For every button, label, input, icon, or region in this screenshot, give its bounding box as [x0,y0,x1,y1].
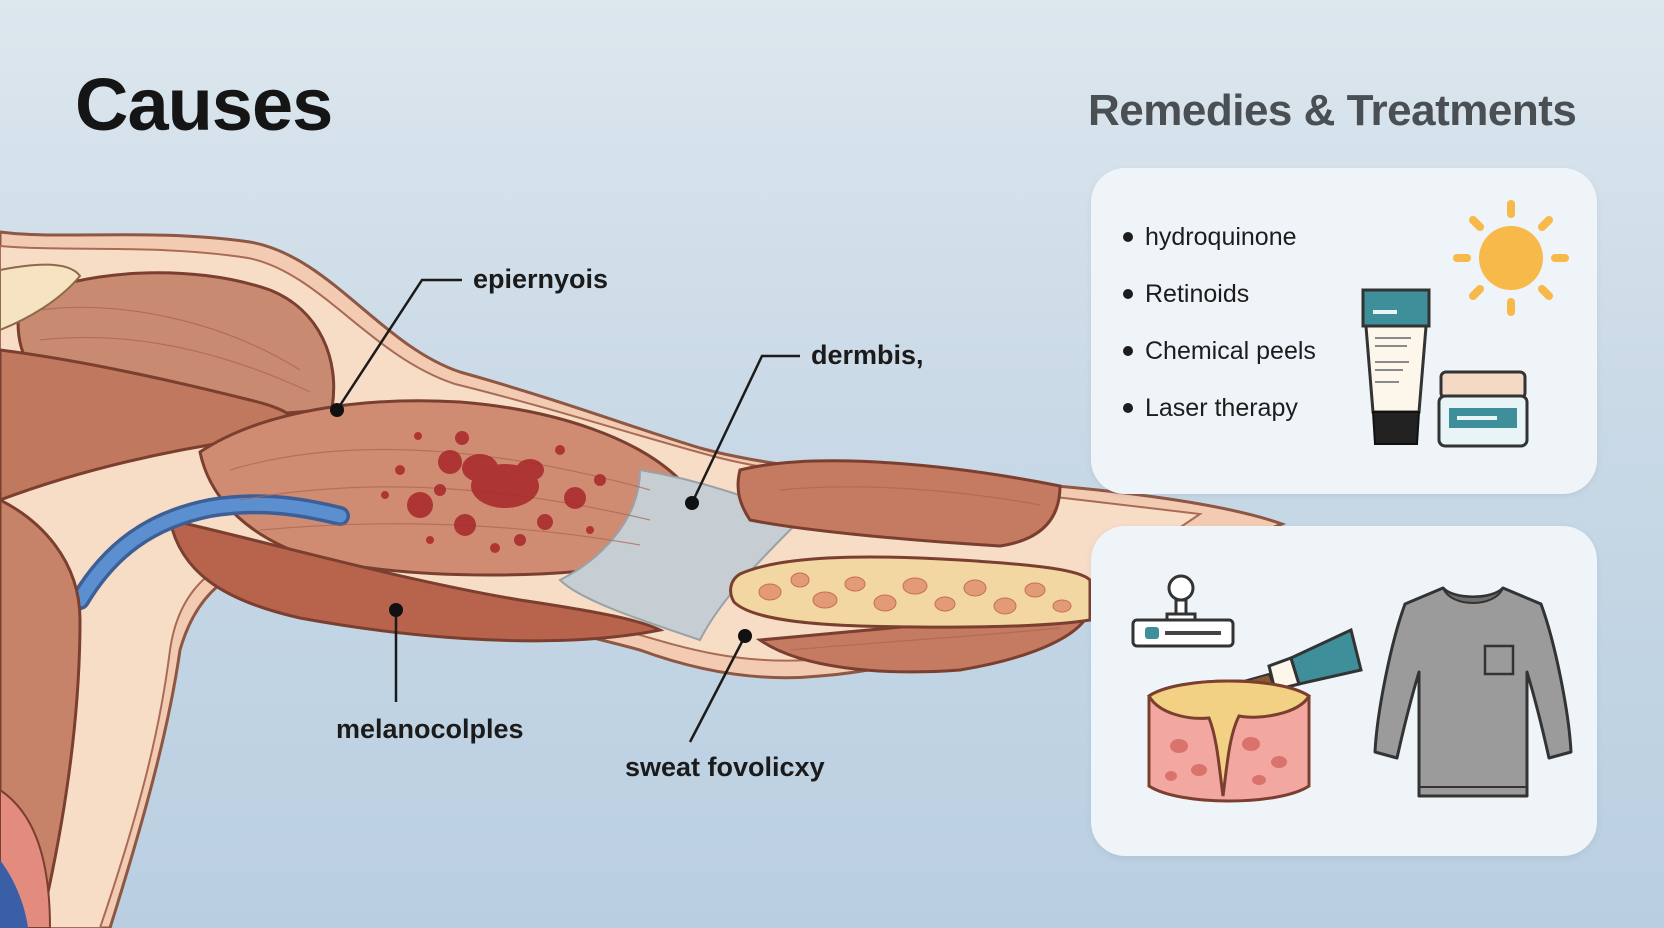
bullet-icon [1123,346,1133,356]
sun-icon [1453,200,1569,316]
remedies-title: Remedies & Treatments [1088,86,1577,135]
label-epidermis: epiernyois [473,264,609,294]
long-sleeve-shirt-icon [1373,586,1573,798]
cream-jar-icon [1437,370,1529,448]
hyperpigmentation-spots [381,431,606,553]
remedy-label: Chemical peels [1145,337,1316,365]
remedies-list: hydroquinone Retinoids Chemical peels La… [1121,222,1316,450]
skin-tissue-icon [1147,679,1311,803]
list-item: Retinoids [1121,279,1316,336]
remedy-label: Retinoids [1145,280,1250,308]
bullet-icon [1123,289,1133,299]
cream-tube-icon [1361,288,1431,445]
label-melanocytes: melanocolples [336,714,524,744]
list-item: Laser therapy [1121,393,1316,450]
remedy-label: Laser therapy [1145,394,1298,422]
label-dermis: dermbis, [811,340,924,370]
laser-device-icon [1131,574,1235,648]
bullet-icon [1123,232,1133,242]
list-item: hydroquinone [1121,222,1316,279]
treatments-panel [1091,526,1597,856]
remedy-label: hydroquinone [1145,223,1297,251]
label-sweat-glands: sweat fovolicxy [625,752,825,782]
causes-title: Causes [75,63,333,146]
bullet-icon [1123,403,1133,413]
remedies-panel: hydroquinone Retinoids Chemical peels La… [1091,168,1597,494]
list-item: Chemical peels [1121,336,1316,393]
